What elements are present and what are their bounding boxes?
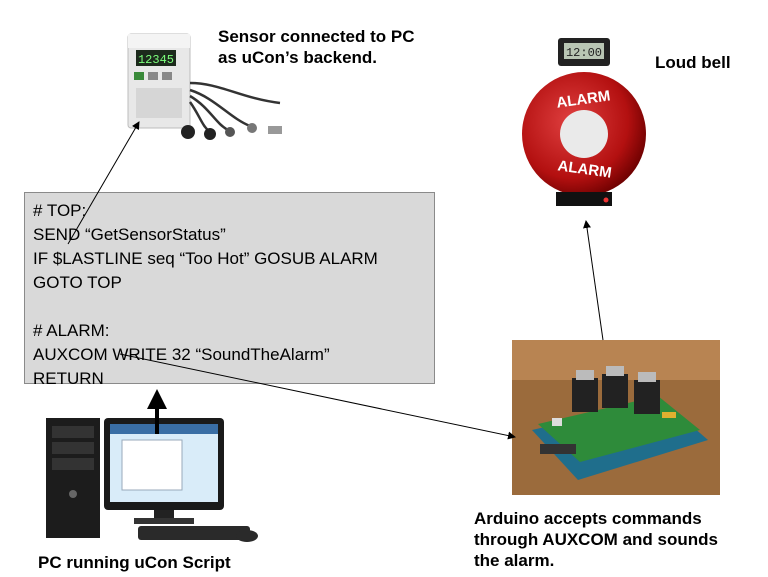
script-line: AUXCOM WRITE 32 “SoundTheAlarm” bbox=[33, 345, 330, 364]
arduino-label: Arduino accepts commands through AUXCOM … bbox=[474, 508, 718, 571]
ucon-script-box: # TOP: SEND “GetSensorStatus” IF $LASTLINE… bbox=[24, 192, 435, 388]
bell-label: Loud bell bbox=[655, 53, 731, 72]
script-line: SEND “GetSensorStatus” bbox=[33, 225, 226, 244]
sensor-display: 12345 bbox=[138, 53, 174, 67]
pc-image bbox=[46, 418, 258, 542]
script-line: # ALARM: bbox=[33, 321, 110, 340]
pc-label: PC running uCon Script bbox=[38, 553, 231, 572]
script-line: GOTO TOP bbox=[33, 273, 122, 292]
arrow-script-to-sensor bbox=[67, 121, 140, 245]
arrow-arduino-to-bell bbox=[583, 220, 604, 341]
arduino-image bbox=[512, 340, 720, 495]
script-line: # TOP: bbox=[33, 201, 87, 220]
arduino-label-line: the alarm. bbox=[474, 551, 555, 570]
sensor-image: 12345 bbox=[127, 33, 282, 140]
script-line: IF $LASTLINE seq “Too Hot” GOSUB ALARM bbox=[33, 249, 378, 268]
script-line: RETURN bbox=[33, 369, 104, 388]
sensor-label: Sensor connected to PC as uCon’s backend… bbox=[218, 26, 414, 68]
arduino-label-line: Arduino accepts commands bbox=[474, 509, 702, 528]
arduino-label-line: through AUXCOM and sounds bbox=[474, 530, 718, 549]
sensor-label-line: as uCon’s backend. bbox=[218, 48, 378, 67]
alarm-bell-image: 12:00 ALARM ALARM bbox=[522, 38, 646, 206]
bell-clock-display: 12:00 bbox=[566, 46, 602, 60]
arrow-script-to-arduino bbox=[119, 353, 516, 440]
sensor-label-line: Sensor connected to PC bbox=[218, 27, 415, 46]
